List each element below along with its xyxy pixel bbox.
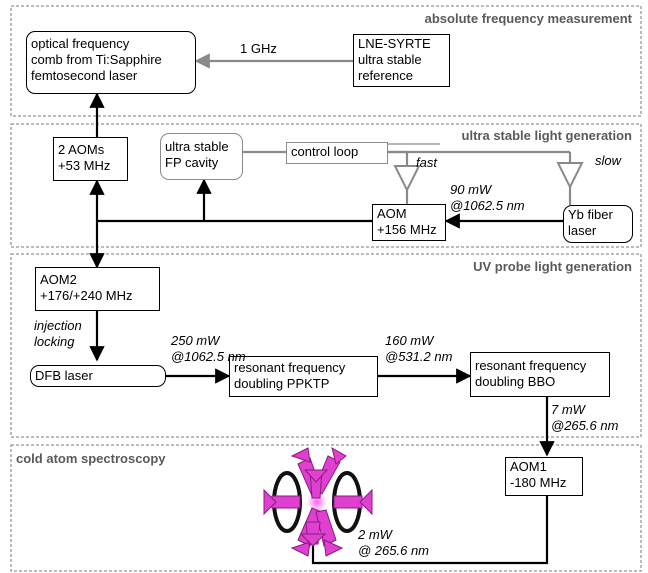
section-frame-absolute (10, 5, 642, 117)
fp-cavity-box: ultra stable FP cavity (160, 133, 243, 180)
mot-apparatus (263, 446, 373, 557)
aom1-box: AOM1 -180 MHz (505, 457, 583, 496)
label-1ghz: 1 GHz (240, 41, 277, 56)
section-title-ultra: ultra stable light generation (461, 128, 632, 143)
lne-syrte-box: LNE-SYRTE ultra stable reference (353, 34, 450, 87)
label-fast: fast (416, 155, 437, 170)
section-title-uv: UV probe light generation (473, 259, 632, 274)
dfb-laser-box: DFB laser (30, 365, 166, 387)
two-aoms-box: 2 AOMs +53 MHz (53, 137, 128, 181)
label-power-7mw: 7 mW @265.6 nm (551, 402, 619, 433)
ppktp-doubling-box: resonant frequency doubling PPKTP (229, 356, 378, 397)
label-power-90mw: 90 mW @1062.5 nm (450, 182, 525, 213)
yb-fiber-laser-box: Yb fiber laser (563, 205, 633, 243)
bbo-doubling-box: resonant frequency doubling BBO (470, 352, 610, 397)
beam-right (333, 495, 363, 509)
section-title-absolute: absolute frequency measurement (424, 11, 632, 26)
label-power-250mw: 250 mW @1062.5 nm (171, 333, 246, 364)
label-slow: slow (595, 153, 622, 168)
label-power-160mw: 160 mW @531.2 nm (385, 333, 453, 364)
section-frame-ultra (10, 123, 642, 248)
section-title-cold: cold atom spectroscopy (16, 451, 166, 466)
aom2-box: AOM2 +176/+240 MHz (35, 267, 160, 311)
aom-156-box: AOM +156 MHz (372, 204, 446, 241)
label-injection-locking: injection locking (34, 318, 82, 349)
frequency-comb-box: optical frequency comb from Ti:Sapphire … (26, 31, 196, 94)
slow-servo-triangle (556, 162, 584, 190)
section-frame-cold (10, 444, 642, 572)
fast-servo-triangle (393, 165, 421, 193)
beam-aom1-to-atoms (311, 496, 549, 565)
control-loop-box: control loop (286, 142, 388, 164)
label-power-2mw: 2 mW @ 265.6 nm (358, 527, 430, 558)
section-frame-uv (10, 253, 642, 438)
